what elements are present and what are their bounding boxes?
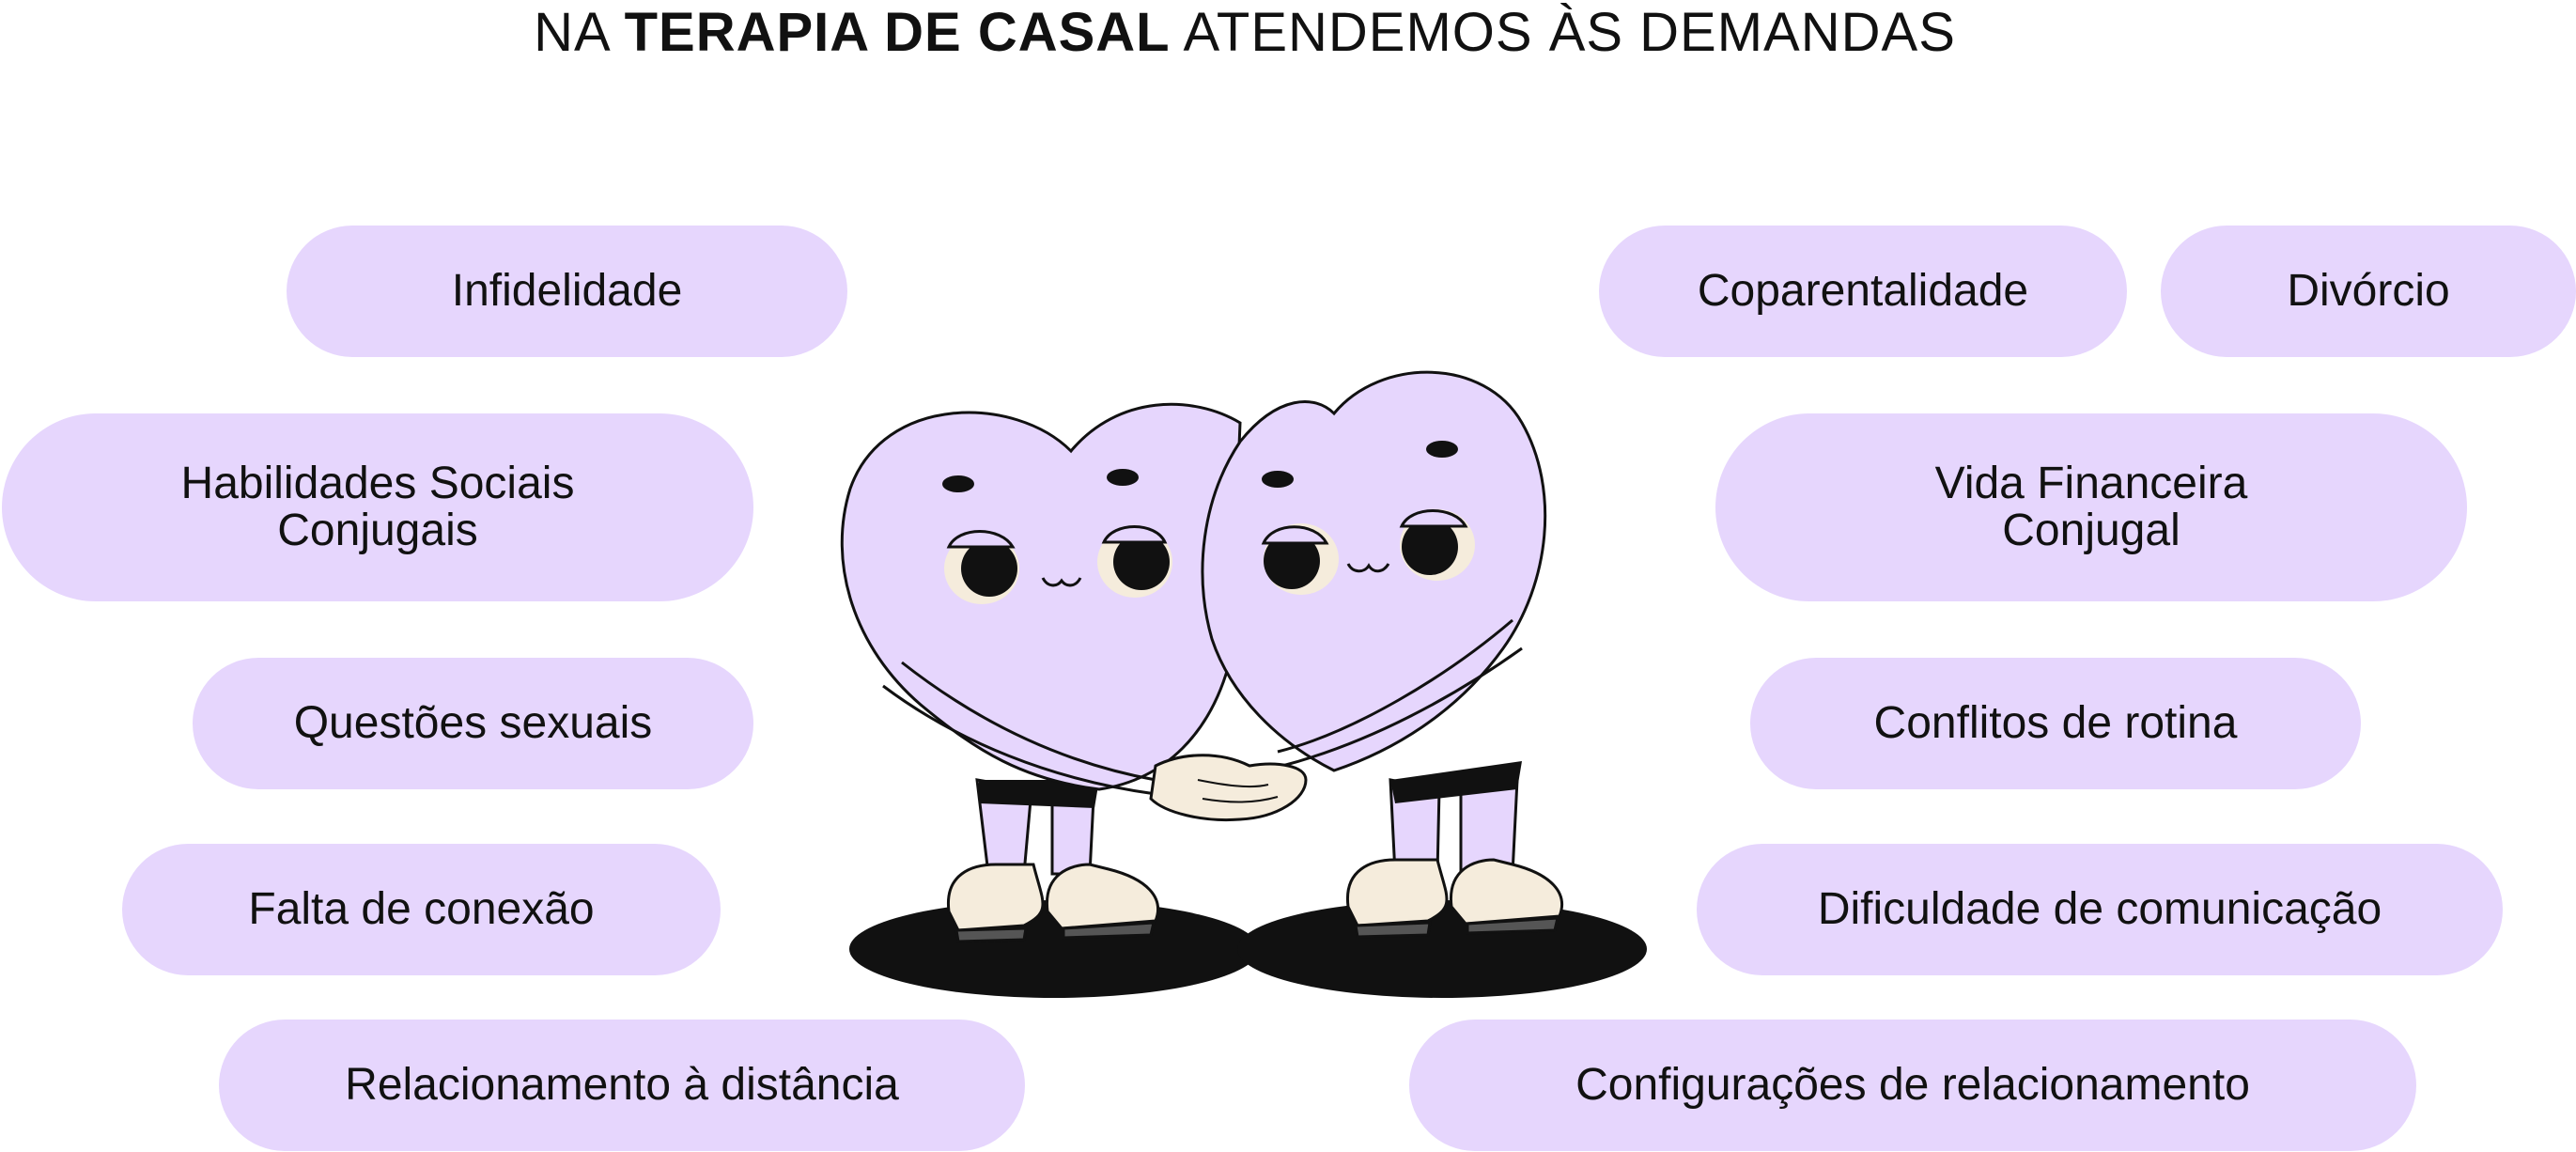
pill-label: Coparentalidade: [1697, 266, 2029, 316]
page-title: NA TERAPIA DE CASAL ATENDEMOS ÀS DEMANDA…: [0, 0, 2490, 66]
left-heart-face: [942, 469, 1172, 604]
pill-relacionamento-distancia: Relacionamento à distância: [219, 1020, 1025, 1151]
pill-label: Divórcio: [2287, 266, 2450, 316]
pill-label: Conflitos de rotina: [1873, 698, 2238, 748]
pill-label-line1: Habilidades Sociais: [180, 459, 575, 508]
pill-label: Falta de conexão: [248, 884, 595, 934]
left-heart-body: [840, 402, 1242, 791]
pill-questoes-sexuais: Questões sexuais: [193, 658, 753, 789]
right-heart-shoes: [1346, 858, 1563, 939]
pill-dificuldade-comunicacao: Dificuldade de comunicação: [1697, 844, 2503, 975]
pill-label: Infidelidade: [451, 266, 683, 316]
pill-label: Questões sexuais: [293, 698, 653, 748]
pill-falta-conexao: Falta de conexão: [122, 844, 721, 975]
pill-label: Configurações de relacionamento: [1575, 1060, 2250, 1110]
pill-configuracoes-relacionamento: Configurações de relacionamento: [1409, 1020, 2416, 1151]
pill-label: Relacionamento à distância: [345, 1060, 899, 1110]
title-part-3: ATENDEMOS ÀS DEMANDAS: [1170, 2, 1956, 63]
title-part-1: NA: [534, 2, 625, 63]
pill-divorcio: Divórcio: [2161, 226, 2576, 357]
left-heart-shoes: [947, 863, 1159, 943]
pill-label-group: Vida Financeira Conjugal: [1935, 460, 2248, 554]
pill-label: Dificuldade de comunicação: [1817, 884, 2382, 934]
right-shadow: [1237, 900, 1647, 998]
pill-label-group: Habilidades Sociais Conjugais: [181, 460, 575, 554]
pill-coparentalidade: Coparentalidade: [1599, 226, 2127, 357]
pill-habilidades-sociais: Habilidades Sociais Conjugais: [2, 413, 753, 601]
title-part-2: TERAPIA DE CASAL: [624, 2, 1171, 63]
right-heart-face: [1261, 441, 1475, 595]
right-heart-arm: [1277, 618, 1513, 754]
pill-label-line1: Vida Financeira: [1934, 459, 2248, 508]
left-shadow: [849, 900, 1259, 998]
pill-infidelidade: Infidelidade: [287, 226, 847, 357]
pill-label-line2: Conjugais: [277, 506, 478, 555]
clasped-hands: [1149, 754, 1308, 822]
left-heart-arm: [901, 661, 1156, 782]
pill-label-line2: Conjugal: [2002, 506, 2180, 555]
pill-conflitos-rotina: Conflitos de rotina: [1750, 658, 2361, 789]
pill-vida-financeira: Vida Financeira Conjugal: [1715, 413, 2467, 601]
two-hearts-holding-hands-icon: [840, 370, 1647, 998]
